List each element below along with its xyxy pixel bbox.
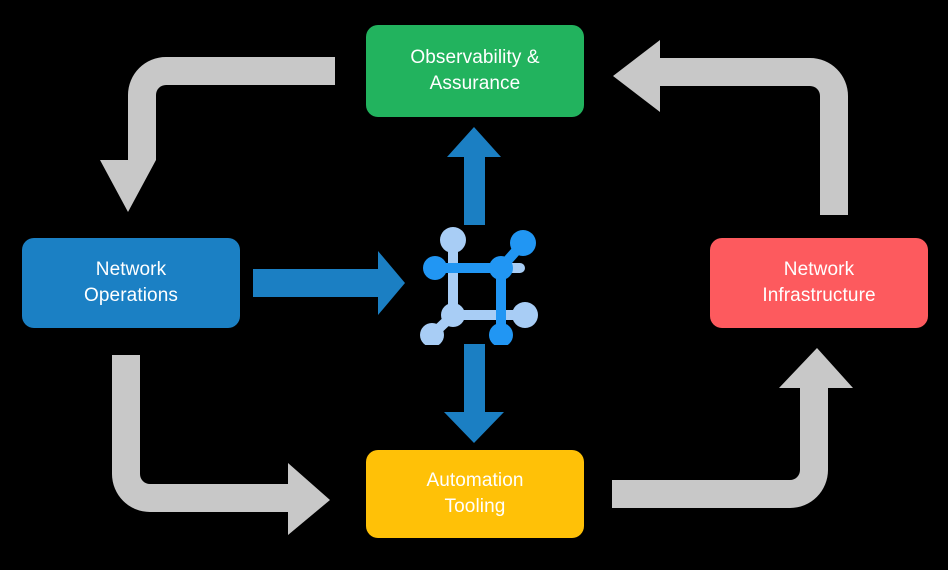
arrow-infrastructure-to-observability bbox=[613, 40, 848, 215]
arrow-center-to-automation bbox=[444, 344, 504, 443]
network-topology-icon bbox=[420, 227, 538, 345]
arrow-operations-to-center bbox=[253, 251, 405, 315]
node-box-automation-tooling[interactable]: Automation Tooling bbox=[366, 450, 584, 538]
node-box-network-operations[interactable]: Network Operations bbox=[22, 238, 240, 328]
node-box-observability[interactable]: Observability & Assurance bbox=[366, 25, 584, 117]
arrow-observability-to-operations bbox=[100, 57, 335, 212]
arrow-operations-to-automation bbox=[112, 355, 330, 535]
arrow-automation-to-infrastructure bbox=[612, 348, 853, 508]
topology-nodes bbox=[420, 227, 538, 345]
node-box-network-infrastructure[interactable]: Network Infrastructure bbox=[710, 238, 928, 328]
arrow-center-to-observability bbox=[447, 127, 501, 225]
